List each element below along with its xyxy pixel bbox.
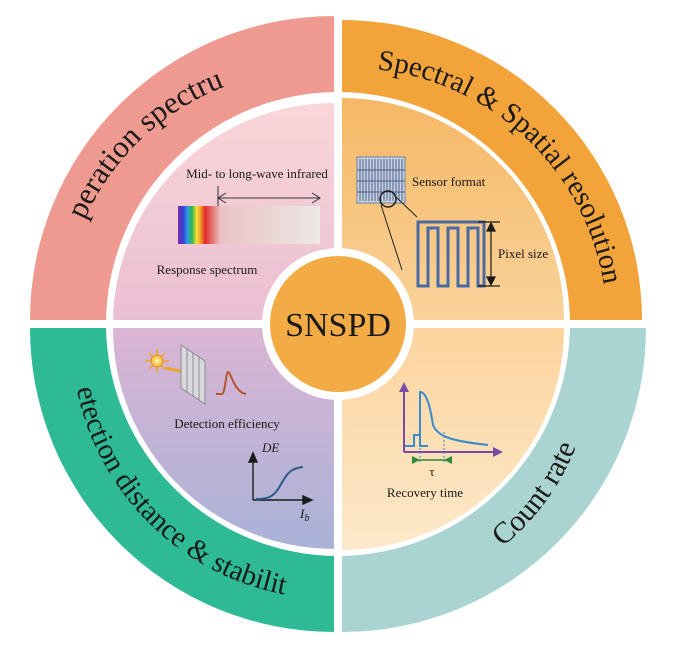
de-curve — [255, 466, 304, 500]
tau-dimension — [412, 456, 452, 464]
de-axis-label: DE — [261, 440, 279, 455]
pixel-size-dimension — [478, 221, 500, 287]
pixel-size-label: Pixel size — [498, 246, 548, 261]
sensor-format-label: Sensor format — [412, 174, 486, 189]
center-label: SNSPD — [285, 307, 391, 344]
photon-source-icon — [145, 349, 169, 373]
response-spectrum-panel: Mid- to long-wave infrared Response spec… — [157, 166, 329, 277]
zoom-line-left — [380, 204, 403, 271]
ib-axis-label: Ib — [299, 506, 309, 524]
de-axes — [247, 451, 314, 506]
recovery-time-caption: Recovery time — [387, 485, 463, 500]
recovery-axes — [399, 382, 503, 457]
tau-label: τ — [429, 464, 434, 479]
response-spectrum-caption: Response spectrum — [157, 262, 258, 277]
inner-quadrant-tr — [342, 98, 564, 320]
band-label: Mid- to long-wave infrared — [186, 166, 328, 181]
zoom-circle-icon — [379, 190, 397, 208]
sensor-panel: Sensor format Pixel size — [356, 156, 548, 288]
nanowire-stack-icon — [180, 344, 206, 405]
reference-pulse — [405, 434, 428, 447]
recovery-time-panel: τ Recovery time — [387, 382, 503, 500]
inner-quadrant-bl — [113, 328, 334, 549]
spectrum-bar — [178, 206, 320, 244]
detection-efficiency-caption: Detection efficiency — [174, 416, 280, 431]
pulse-curve — [216, 370, 247, 395]
recovery-curve — [419, 390, 489, 446]
sensor-array-icon — [356, 156, 406, 204]
zoom-line-right — [394, 195, 418, 218]
center-circle — [270, 256, 406, 392]
detection-efficiency-panel: Detection efficiency DE Ib — [145, 344, 314, 524]
